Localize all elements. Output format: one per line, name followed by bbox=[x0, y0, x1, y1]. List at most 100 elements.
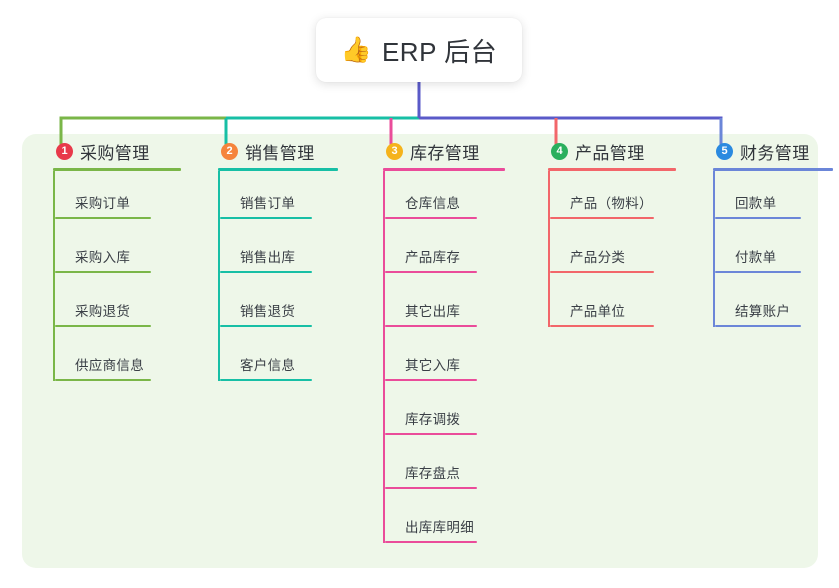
leaf-item-underline bbox=[715, 271, 801, 273]
branch-items-4: 产品（物料） 产品分类产品单位 bbox=[534, 171, 676, 333]
branch-items-1: 采购订单采购入库采购退货供应商信息 bbox=[39, 171, 181, 387]
branch-title-2: 销售管理 bbox=[245, 143, 315, 163]
leaf-item[interactable]: 付款单 bbox=[713, 225, 833, 279]
branch-header-5[interactable]: 5 财务管理 bbox=[699, 134, 833, 168]
leaf-item-label: 其它入库 bbox=[405, 358, 461, 373]
leaf-item-label: 库存盘点 bbox=[405, 466, 461, 481]
branch-column-4: 4 产品管理产品（物料） 产品分类产品单位 bbox=[534, 134, 676, 333]
leaf-item-underline bbox=[55, 325, 151, 327]
leaf-item[interactable]: 销售订单 bbox=[218, 171, 338, 225]
leaf-item-label: 采购入库 bbox=[75, 250, 131, 265]
leaf-item-label: 仓库信息 bbox=[405, 196, 461, 211]
thumbs-up-icon: 👍 bbox=[340, 35, 372, 64]
diagram-panel-background bbox=[22, 134, 818, 568]
leaf-item[interactable]: 产品分类 bbox=[548, 225, 676, 279]
leaf-item-label: 采购退货 bbox=[75, 304, 131, 319]
leaf-item-underline bbox=[550, 217, 654, 219]
leaf-item-label: 供应商信息 bbox=[75, 358, 144, 373]
leaf-item-underline bbox=[385, 433, 477, 435]
branch-items-3: 仓库信息产品库存其它出库其它入库库存调拨库存盘点出库库明细 bbox=[369, 171, 505, 549]
leaf-item-label: 销售订单 bbox=[240, 196, 296, 211]
leaf-item[interactable]: 产品单位 bbox=[548, 279, 676, 333]
branch-spine-2 bbox=[218, 171, 220, 381]
root-node-label: ERP 后台 bbox=[381, 36, 498, 67]
leaf-item-label: 库存调拨 bbox=[405, 412, 461, 427]
leaf-item[interactable]: 采购订单 bbox=[53, 171, 181, 225]
leaf-item-label: 回款单 bbox=[735, 196, 777, 211]
branch-title-4: 产品管理 bbox=[575, 143, 645, 163]
leaf-item-underline bbox=[55, 271, 151, 273]
branch-columns: 1 采购管理采购订单采购入库采购退货供应商信息 2 销售管理销售订单销售出库销售退货客… bbox=[22, 134, 833, 568]
leaf-item[interactable]: 结算账户 bbox=[713, 279, 833, 333]
branch-column-2: 2 销售管理销售订单销售出库销售退货客户信息 bbox=[204, 134, 338, 387]
branch-header-2[interactable]: 2 销售管理 bbox=[204, 134, 338, 168]
leaf-item[interactable]: 供应商信息 bbox=[53, 333, 181, 387]
leaf-item-underline bbox=[55, 217, 151, 219]
branch-items-2: 销售订单销售出库销售退货客户信息 bbox=[204, 171, 338, 387]
branch-column-3: 3 库存管理仓库信息产品库存其它出库其它入库库存调拨库存盘点出库库明细 bbox=[369, 134, 505, 549]
leaf-item-underline bbox=[220, 325, 312, 327]
branch-title-5: 财务管理 bbox=[740, 143, 810, 163]
branch-spine-4 bbox=[548, 171, 550, 327]
leaf-item[interactable]: 库存调拨 bbox=[383, 387, 505, 441]
branch-spine-3 bbox=[383, 171, 385, 543]
leaf-item[interactable]: 其它入库 bbox=[383, 333, 505, 387]
leaf-item-label: 产品（物料） bbox=[570, 196, 653, 211]
branch-column-5: 5 财务管理回款单付款单结算账户 bbox=[699, 134, 833, 333]
leaf-item-label: 产品库存 bbox=[405, 250, 461, 265]
leaf-item-label: 产品分类 bbox=[570, 250, 626, 265]
branch-rule-5 bbox=[713, 168, 833, 171]
leaf-item-underline bbox=[550, 325, 654, 327]
leaf-item-underline bbox=[385, 379, 477, 381]
leaf-item-underline bbox=[385, 217, 477, 219]
leaf-item[interactable]: 采购退货 bbox=[53, 279, 181, 333]
leaf-item[interactable]: 销售退货 bbox=[218, 279, 338, 333]
leaf-item-label: 销售退货 bbox=[240, 304, 296, 319]
branch-rule-2 bbox=[218, 168, 338, 171]
leaf-item[interactable]: 客户信息 bbox=[218, 333, 338, 387]
branch-header-1[interactable]: 1 采购管理 bbox=[39, 134, 181, 168]
leaf-item-underline bbox=[385, 325, 477, 327]
leaf-item-underline bbox=[55, 379, 151, 381]
leaf-item-underline bbox=[715, 217, 801, 219]
leaf-item-label: 结算账户 bbox=[735, 304, 791, 319]
leaf-item[interactable]: 产品（物料） bbox=[548, 171, 676, 225]
branch-rule-3 bbox=[383, 168, 505, 171]
leaf-item-underline bbox=[385, 271, 477, 273]
leaf-item[interactable]: 销售出库 bbox=[218, 225, 338, 279]
branch-spine-1 bbox=[53, 171, 55, 381]
branch-title-3: 库存管理 bbox=[410, 143, 480, 163]
branch-badge-5: 5 bbox=[716, 142, 733, 160]
leaf-item-label: 出库库明细 bbox=[405, 520, 474, 535]
leaf-item[interactable]: 其它出库 bbox=[383, 279, 505, 333]
branch-column-1: 1 采购管理采购订单采购入库采购退货供应商信息 bbox=[39, 134, 181, 387]
leaf-item[interactable]: 产品库存 bbox=[383, 225, 505, 279]
leaf-item-label: 销售出库 bbox=[240, 250, 296, 265]
leaf-item[interactable]: 回款单 bbox=[713, 171, 833, 225]
leaf-item-label: 付款单 bbox=[735, 250, 777, 265]
leaf-item-label: 客户信息 bbox=[240, 358, 296, 373]
branch-badge-3: 3 bbox=[386, 142, 403, 160]
leaf-item[interactable]: 出库库明细 bbox=[383, 495, 505, 549]
branch-rule-1 bbox=[53, 168, 181, 171]
branch-badge-1: 1 bbox=[56, 142, 73, 160]
branch-items-5: 回款单付款单结算账户 bbox=[699, 171, 833, 333]
root-node[interactable]: 👍 ERP 后台 bbox=[316, 18, 522, 82]
leaf-item-label: 其它出库 bbox=[405, 304, 461, 319]
leaf-item[interactable]: 库存盘点 bbox=[383, 441, 505, 495]
leaf-item[interactable]: 采购入库 bbox=[53, 225, 181, 279]
branch-header-3[interactable]: 3 库存管理 bbox=[369, 134, 505, 168]
leaf-item-underline bbox=[220, 379, 312, 381]
leaf-item-underline bbox=[220, 217, 312, 219]
leaf-item-label: 采购订单 bbox=[75, 196, 131, 211]
branch-header-4[interactable]: 4 产品管理 bbox=[534, 134, 676, 168]
branch-rule-4 bbox=[548, 168, 676, 171]
branch-title-1: 采购管理 bbox=[80, 143, 150, 163]
leaf-item-underline bbox=[715, 325, 801, 327]
leaf-item[interactable]: 仓库信息 bbox=[383, 171, 505, 225]
leaf-item-underline bbox=[550, 271, 654, 273]
branch-badge-2: 2 bbox=[221, 142, 238, 160]
leaf-item-underline bbox=[385, 487, 477, 489]
branch-badge-4: 4 bbox=[551, 142, 568, 160]
leaf-item-underline bbox=[385, 541, 477, 543]
